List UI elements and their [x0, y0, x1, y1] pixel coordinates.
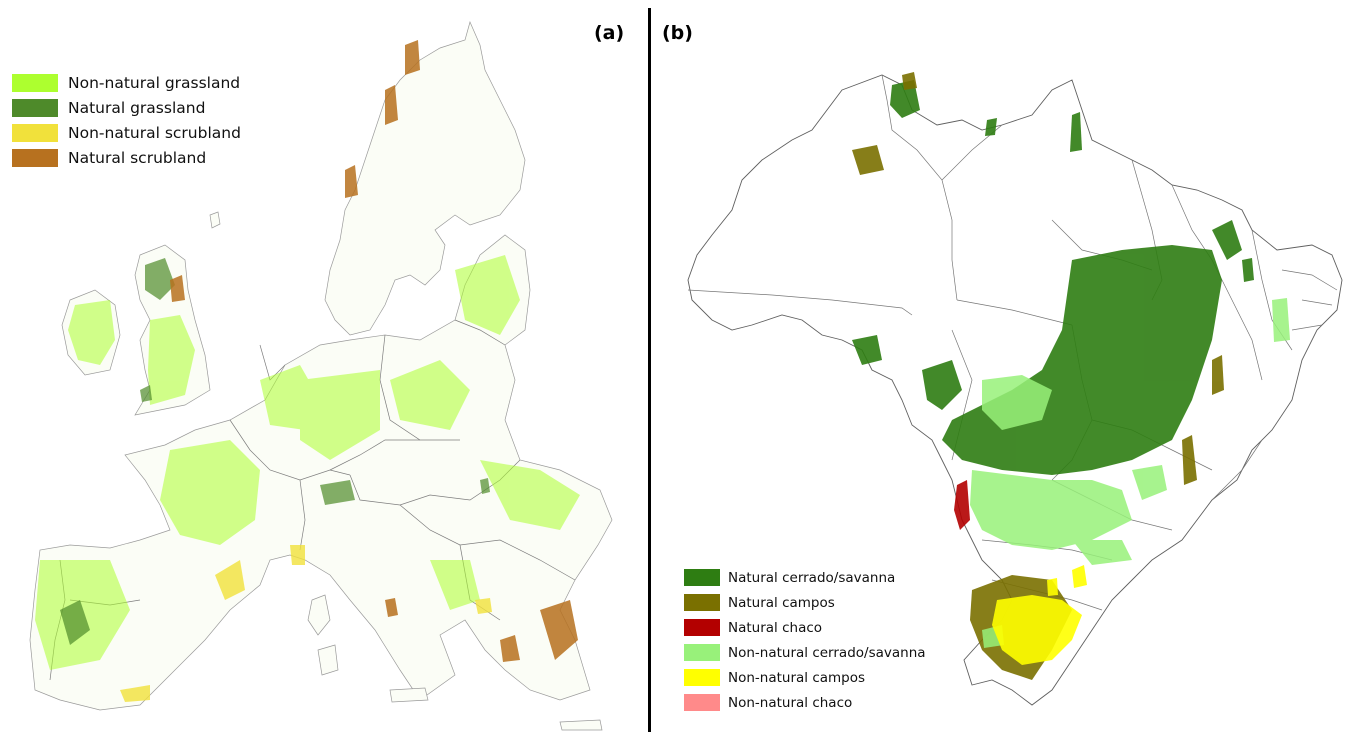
legend-europe: Non-natural grassland Natural grassland …	[12, 70, 241, 170]
legend-label: Non-natural scrubland	[68, 123, 241, 142]
legend-label: Natural campos	[728, 594, 835, 611]
legend-label: Non-natural grassland	[68, 73, 241, 92]
legend-label: Non-natural chaco	[728, 694, 853, 711]
legend-item: Non-natural campos	[684, 665, 926, 690]
legend-swatch	[684, 644, 720, 661]
panel-europe: (a) Non-natural grassland Natural grassl…	[0, 0, 648, 732]
legend-label: Natural scrubland	[68, 148, 207, 167]
panel-brazil: (b) Natural cerrado/savanna Natural camp…	[652, 0, 1349, 732]
legend-swatch	[12, 123, 58, 142]
legend-swatch	[684, 619, 720, 636]
legend-label: Natural chaco	[728, 619, 823, 636]
legend-swatch	[684, 694, 720, 711]
legend-item: Non-natural chaco	[684, 690, 926, 715]
legend-swatch	[12, 148, 58, 167]
legend-label: Non-natural campos	[728, 669, 866, 686]
legend-label: Non-natural cerrado/savanna	[728, 644, 926, 661]
legend-swatch	[684, 569, 720, 586]
legend-label: Natural cerrado/savanna	[728, 569, 896, 586]
legend-item: Non-natural scrubland	[12, 120, 241, 145]
panel-label-b: (b)	[662, 22, 693, 44]
brazil-map	[687, 72, 1343, 706]
europe-map	[29, 20, 613, 731]
legend-brazil: Natural cerrado/savanna Natural campos N…	[684, 565, 926, 715]
legend-item: Natural chaco	[684, 615, 926, 640]
legend-item: Natural grassland	[12, 95, 241, 120]
legend-item: Non-natural grassland	[12, 70, 241, 95]
panel-label-a: (a)	[594, 22, 625, 44]
panel-divider	[648, 8, 651, 732]
legend-swatch	[684, 594, 720, 611]
legend-item: Natural scrubland	[12, 145, 241, 170]
legend-label: Natural grassland	[68, 98, 206, 117]
legend-swatch	[684, 669, 720, 686]
legend-swatch	[12, 98, 58, 117]
legend-swatch	[12, 73, 58, 92]
scandinavia-landmass	[324, 20, 526, 336]
legend-item: Natural cerrado/savanna	[684, 565, 926, 590]
legend-item: Natural campos	[684, 590, 926, 615]
legend-item: Non-natural cerrado/savanna	[684, 640, 926, 665]
